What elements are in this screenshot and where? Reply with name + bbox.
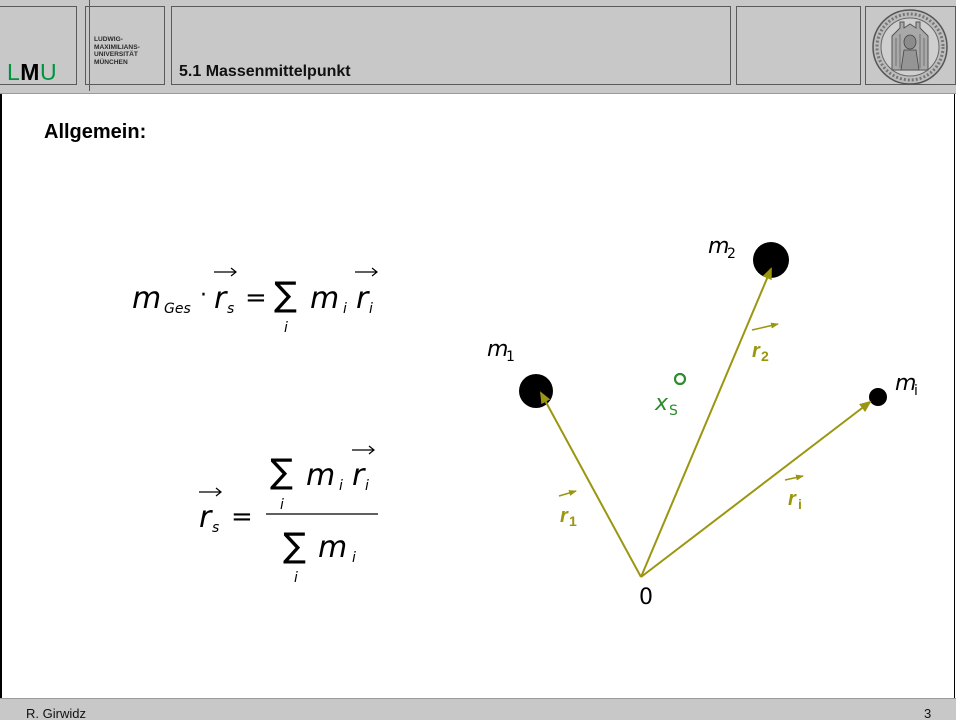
vector-r1 [540,391,642,578]
label-m1-sub: 1 [506,349,515,365]
label-origin: 0 [639,585,653,610]
label-mi-sub: i [914,383,918,399]
mass-1 [519,374,553,408]
label-r2-arrow [751,322,779,331]
university-seal-icon [872,9,948,85]
lmu-logo: LMU [7,59,58,85]
slide-footer: R. Girwidz 3 [0,698,956,721]
center-of-mass-marker [673,372,687,386]
label-ri-arrow [784,474,804,481]
author-name: R. Girwidz [26,706,86,721]
university-name: LUDWIG- MAXIMILIANS- UNIVERSITÄT MÜNCHEN [94,36,140,66]
slide-title: 5.1 Massenmittelpunkt [179,63,351,80]
label-r1-sub: 1 [569,513,577,529]
label-mi: m [895,371,916,396]
mass-i [869,388,887,406]
label-r2: r [752,340,761,362]
label-ri: r [788,488,797,510]
logo-box [0,6,77,85]
label-r1-arrow [558,490,577,497]
label-m2: m [708,234,729,259]
vector-r2 [640,267,772,578]
vector-ri [640,400,872,578]
label-ri-sub: i [798,496,802,512]
label-r2-sub: 2 [761,348,769,364]
label-xs: x [654,391,669,416]
blank-header-box [736,6,861,85]
university-box [85,0,165,91]
mass-2 [753,242,789,278]
title-box [171,6,731,85]
label-m2-sub: 2 [727,246,736,262]
label-xs-sub: S [669,403,678,419]
label-m1: m [487,337,508,362]
section-heading: Allgemein: [44,121,147,143]
page-number: 3 [924,706,932,721]
slide-header: LMU LUDWIG- MAXIMILIANS- UNIVERSITÄT MÜN… [0,0,956,94]
label-r1: r [560,505,569,527]
